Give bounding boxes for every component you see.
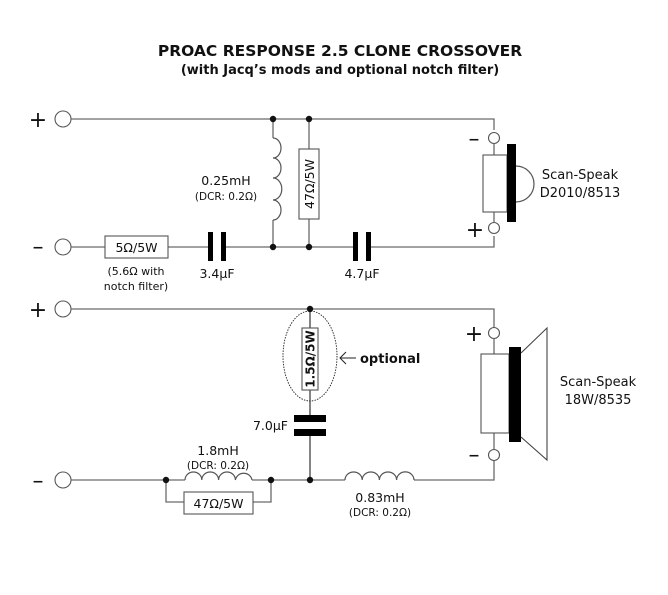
tweeter-driver-model: D2010/8513	[540, 186, 621, 201]
tweeter-series-resistor-note-1: (5.6Ω with	[107, 265, 164, 278]
tweeter-section: + – 5Ω/5W (5.6Ω with notch filter) 3.4µF…	[29, 108, 621, 293]
woofer-terminal-plus	[487, 326, 501, 340]
woofer-cone	[520, 326, 548, 462]
woofer-terminal-minus	[487, 448, 501, 462]
junction-dot	[305, 115, 313, 123]
tweeter-terminal-plus-sign: +	[466, 218, 484, 243]
woofer-bottom-rail	[71, 461, 495, 481]
woofer-inductor-dcr: (DCR: 0.2Ω)	[187, 460, 249, 472]
tweeter-driver: – + Scan-Speak D2010/8513	[466, 127, 621, 243]
woofer-magnet	[480, 353, 510, 434]
tweeter-input-plus-terminal	[54, 110, 72, 128]
tweeter-terminal-minus	[487, 131, 501, 145]
woofer-driver-model: 18W/8535	[565, 393, 632, 408]
woofer-terminal-plus-sign: +	[465, 322, 483, 347]
tweeter-shunt-inductor	[272, 137, 283, 221]
woofer-bypass-leads	[165, 480, 272, 503]
tweeter-cap2-label: 4.7µF	[344, 266, 379, 281]
tweeter-cap1-plate-a	[208, 232, 213, 261]
woofer-inductor-2-dcr: (DCR: 0.2Ω)	[349, 507, 411, 519]
woofer-bypass-resistor	[183, 491, 254, 515]
junction-dot	[306, 305, 314, 313]
junction-dot	[269, 115, 277, 123]
notch-cap-plate-a	[294, 415, 326, 422]
tweeter-terminal-plus	[487, 221, 501, 235]
notch-cap-plate-b	[294, 429, 326, 436]
woofer-bypass-resistor-label: 47Ω/5W	[194, 496, 244, 511]
woofer-input-minus-terminal	[54, 471, 72, 489]
tweeter-cap1-label: 3.4µF	[199, 266, 234, 281]
tweeter-inductor-dcr: (DCR: 0.2Ω)	[195, 191, 257, 203]
junction-dot	[162, 476, 170, 484]
tweeter-shunt-resistor-label: 47Ω/5W	[302, 159, 317, 209]
woofer-series-inductor	[184, 471, 253, 481]
junction-dot	[269, 243, 277, 251]
tweeter-magnet	[482, 154, 508, 213]
tweeter-terminal-minus-sign: –	[469, 127, 480, 152]
tweeter-faceplate	[507, 144, 516, 222]
tweeter-inductor-label: 0.25mH	[201, 173, 250, 188]
tweeter-cap2-plate-a	[353, 232, 358, 261]
tweeter-cap2-plate-b	[366, 232, 371, 261]
woofer-top-rail	[71, 308, 495, 327]
woofer-terminal-minus-sign: –	[469, 443, 480, 468]
junction-dot	[267, 476, 275, 484]
tweeter-cap1-plate-b	[221, 232, 226, 261]
tweeter-shunt-resistor	[298, 148, 320, 220]
tweeter-input-minus-terminal	[54, 238, 72, 256]
optional-arrow-icon	[339, 351, 356, 365]
woofer-series-inductor-2	[344, 471, 415, 481]
tweeter-series-resistor	[104, 235, 169, 259]
diagram-title: PROAC RESPONSE 2.5 CLONE CROSSOVER	[158, 42, 522, 60]
tweeter-series-resistor-label: 5Ω/5W	[115, 240, 157, 255]
tweeter-bottom-rail	[71, 236, 495, 248]
diagram-subtitle: (with Jacq’s mods and optional notch fil…	[181, 63, 499, 78]
woofer-driver-name: Scan-Speak	[560, 375, 637, 390]
notch-resistor-label: 1.5Ω/5W	[304, 330, 318, 387]
optional-ellipse	[282, 310, 338, 402]
tweeter-input-plus-sign: +	[29, 108, 47, 133]
optional-label: optional	[360, 352, 420, 367]
woofer-section: + – 1.8mH (DCR: 0.2Ω) 47Ω/5W 1.5Ω/5W opt…	[29, 298, 637, 519]
woofer-inductor-2-label: 0.83mH	[355, 490, 404, 505]
notch-resistor	[301, 327, 319, 391]
tweeter-input-minus-sign: –	[33, 235, 44, 260]
tweeter-top-rail	[71, 118, 495, 130]
woofer-faceplate	[509, 347, 521, 442]
woofer-input-minus-sign: –	[33, 469, 44, 494]
junction-dot	[305, 243, 313, 251]
junction-dot	[306, 476, 314, 484]
tweeter-driver-name: Scan-Speak	[542, 168, 619, 183]
woofer-driver: + – Scan-Speak 18W/8535	[465, 322, 637, 468]
woofer-input-plus-sign: +	[29, 298, 47, 323]
woofer-inductor-label: 1.8mH	[197, 443, 238, 458]
tweeter-series-resistor-note-2: notch filter)	[104, 280, 168, 293]
woofer-input-plus-terminal	[54, 300, 72, 318]
notch-cap-label: 7.0µF	[253, 418, 288, 433]
tweeter-dome	[515, 165, 535, 203]
